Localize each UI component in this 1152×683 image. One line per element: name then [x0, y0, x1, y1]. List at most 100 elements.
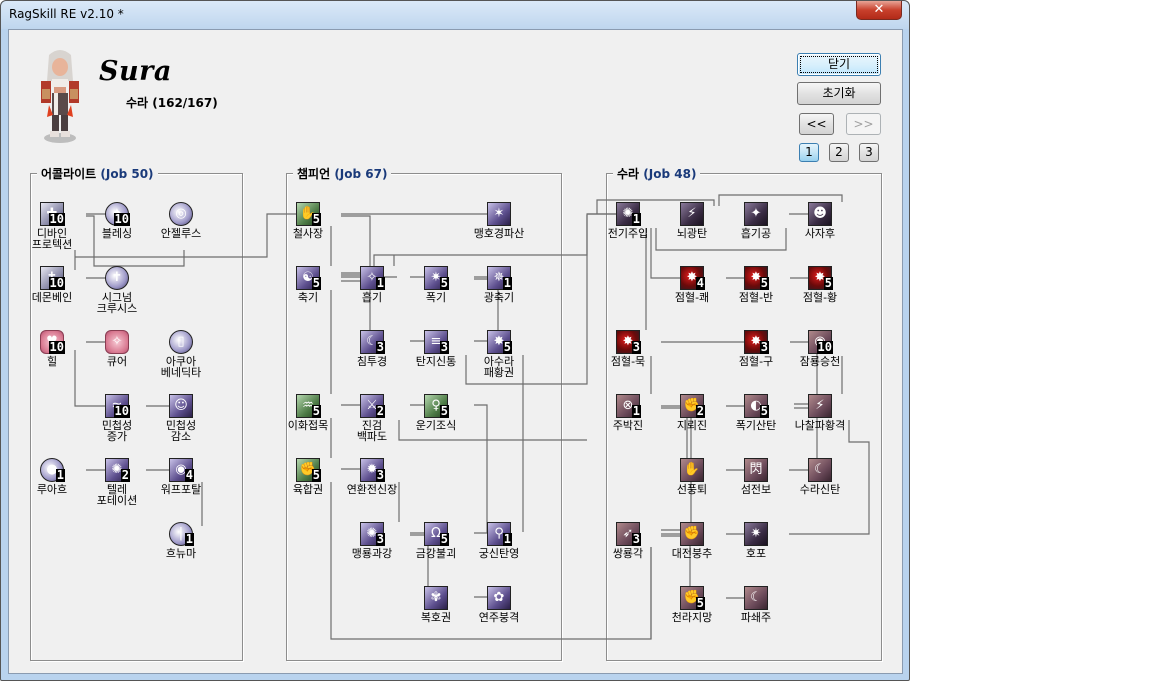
page-3-button[interactable]: 3	[859, 143, 879, 162]
skill-sura-16[interactable]: ☾수라신탄	[785, 458, 855, 495]
tiger-cannon-icon[interactable]: ✶	[487, 202, 511, 226]
skill-acolyte-9[interactable]: ☺민첩성 감소	[146, 394, 216, 442]
occult-impaction-icon[interactable]: ☾3	[360, 330, 385, 354]
skill-champion-17[interactable]: ✾복호권	[401, 586, 471, 623]
absorb-spirits-icon[interactable]: ✧1	[360, 266, 385, 290]
skill-sura-19[interactable]: ✷호포	[721, 522, 791, 559]
skill-champion-1[interactable]: ✶맹호경파산	[464, 202, 534, 239]
skynet-blow-icon[interactable]: ✋	[680, 458, 704, 482]
angelus-orb-icon[interactable]: ◎	[169, 202, 193, 226]
spirit-recovery-icon[interactable]: ♀5	[424, 394, 449, 418]
holy-water-icon[interactable]: ▯	[169, 330, 193, 354]
skill-sura-21[interactable]: ☾파쇄주	[721, 586, 791, 623]
pressure-point-icon[interactable]: ✸3	[616, 330, 641, 354]
iron-hand-icon[interactable]: ✋5	[296, 202, 321, 226]
skill-champion-18[interactable]: ✿연주붕격	[464, 586, 534, 623]
chain-combo-icon[interactable]: ✹3	[360, 458, 385, 482]
next-page-button[interactable]: >>	[846, 113, 881, 135]
skill-acolyte-7[interactable]: ▯아쿠아 베네딕타	[146, 330, 216, 378]
asura-strike-icon[interactable]: ✸5	[487, 330, 512, 354]
warp-portal-icon[interactable]: ◉4	[169, 458, 194, 482]
moon-icon[interactable]: ☾	[744, 586, 768, 610]
skill-acolyte-6[interactable]: ✧큐어	[82, 330, 152, 367]
chain-fist-icon[interactable]: ✊5	[680, 586, 705, 610]
agi-up-icon[interactable]: ≈10	[105, 394, 130, 418]
pressure-point-icon[interactable]: ✸3	[744, 330, 769, 354]
dragon-combo-icon[interactable]: ➶3	[616, 522, 641, 546]
triple-attack-icon[interactable]: ✊5	[296, 458, 321, 482]
power-absorb-icon[interactable]: ✦	[744, 202, 768, 226]
agi-down-icon[interactable]: ☺	[169, 394, 193, 418]
teleport-icon[interactable]: ✺2	[105, 458, 130, 482]
dodge-icon[interactable]: ♒5	[296, 394, 321, 418]
skill-sura-1[interactable]: ⚡뇌광탄	[657, 202, 727, 239]
root-icon[interactable]: ⚔2	[360, 394, 385, 418]
knuckle-arrow-icon[interactable]: ✷	[744, 522, 768, 546]
lion-howl-icon[interactable]: ☻	[808, 202, 832, 226]
cyclone-icon[interactable]: ☾	[808, 458, 832, 482]
skill-sura-18[interactable]: ✊대전붕추	[657, 522, 727, 559]
curse-circle-icon[interactable]: ⊗1	[616, 394, 641, 418]
skill-acolyte-5[interactable]: ♥10힐	[17, 330, 87, 367]
ruwach-orb-icon[interactable]: ●1	[40, 458, 65, 482]
rampage-blaster-icon[interactable]: ⚡	[808, 394, 832, 418]
reset-button[interactable]: 초기화	[797, 82, 881, 105]
skill-acolyte-4[interactable]: ✝시그넘 크루시스	[82, 266, 152, 314]
fury-icon[interactable]: ✷5	[424, 266, 449, 290]
zen-icon[interactable]: ✵1	[487, 266, 512, 290]
tiger-knuckle-icon[interactable]: ✾	[424, 586, 448, 610]
skill-sura-13[interactable]: ⚡나찰파황격	[785, 394, 855, 431]
pressure-point-icon[interactable]: ✸5	[808, 266, 833, 290]
pressure-point-icon[interactable]: ✸5	[744, 266, 769, 290]
heart-icon[interactable]: ♥10	[40, 330, 65, 354]
heart-sparkle-icon[interactable]: ✧	[105, 330, 129, 354]
page-2-button[interactable]: 2	[829, 143, 849, 162]
snap-icon[interactable]: ⚲1	[487, 522, 512, 546]
demon-bane-icon[interactable]: ✝10	[40, 266, 65, 290]
title-bar[interactable]: RagSkill RE v2.10 * ✕	[1, 1, 909, 29]
flash-step-icon[interactable]: 閃	[744, 458, 768, 482]
prev-page-button[interactable]: <<	[799, 113, 834, 135]
tiger-attack-icon[interactable]: ✊	[680, 522, 704, 546]
rising-dragon-icon[interactable]: ◉10	[808, 330, 833, 354]
skill-sura-3[interactable]: ☻사자후	[785, 202, 855, 239]
earth-shaker-icon[interactable]: ✊2	[680, 394, 705, 418]
shield-cross-icon[interactable]: ✚10	[40, 202, 65, 226]
blessing-orb-icon[interactable]: ✦10	[105, 202, 130, 226]
combo-finish-icon[interactable]: ✺3	[360, 522, 385, 546]
pressure-point-icon[interactable]: ✸4	[680, 266, 705, 290]
